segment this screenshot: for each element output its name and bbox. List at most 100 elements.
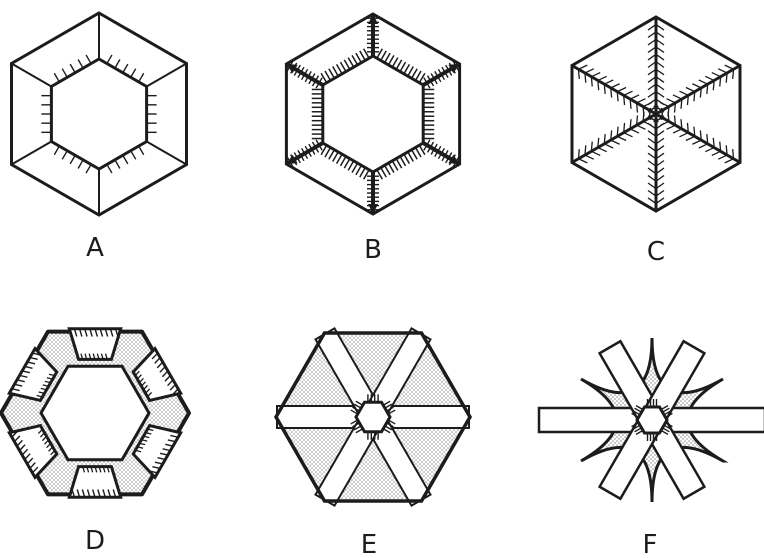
ray-barb — [675, 115, 676, 125]
spoke-line — [147, 64, 187, 87]
panel-label-c: C — [647, 237, 665, 267]
edge-tick — [54, 146, 59, 155]
band-hatch — [360, 51, 366, 61]
band-hatch — [337, 64, 343, 74]
edge-tick — [115, 160, 120, 169]
ray-barb — [643, 102, 652, 106]
edge-tick — [70, 155, 75, 164]
ray-barb — [604, 134, 605, 144]
ray-barb — [686, 136, 695, 140]
band-hatch — [396, 60, 402, 70]
ray-barb — [578, 149, 579, 159]
ray-barb — [667, 99, 676, 103]
panel-label-f: F — [643, 530, 658, 558]
edge-tick — [115, 60, 120, 69]
edge-tick — [62, 69, 67, 78]
band-hatch — [325, 147, 331, 157]
band-hatch — [400, 156, 406, 166]
ray-barb — [712, 151, 721, 155]
ray-barb — [707, 84, 708, 94]
ray-barb — [699, 144, 708, 148]
ray-barb — [720, 77, 721, 87]
ray-barb — [687, 123, 688, 133]
ray-barb — [578, 65, 587, 69]
ray-barb — [585, 155, 594, 159]
ray-barb — [591, 77, 592, 87]
band-hatch — [340, 62, 346, 72]
ray-barb — [692, 84, 701, 88]
band-hatch — [412, 150, 418, 160]
spoke-line — [12, 64, 52, 87]
ray-barb — [705, 76, 714, 80]
band-hatch — [348, 58, 354, 68]
ray-barb — [578, 159, 587, 163]
band-hatch — [388, 55, 394, 65]
band-hatch — [352, 163, 358, 173]
ray-barb — [660, 102, 669, 106]
band-hatch — [412, 69, 418, 79]
ray-barb — [699, 80, 708, 84]
edge-tick — [78, 160, 83, 169]
band-hatch — [337, 154, 343, 164]
band-hatch — [404, 64, 410, 74]
hatched-block — [69, 467, 120, 498]
ray-barb — [611, 84, 620, 88]
edge-tick — [139, 146, 144, 155]
ray-barb — [637, 99, 646, 103]
edge-tick — [62, 151, 67, 160]
edge-tick — [123, 155, 128, 164]
ray-barb — [578, 69, 579, 79]
ray-barb — [630, 95, 639, 99]
ray-barb — [604, 84, 605, 94]
band-hatch — [400, 62, 406, 72]
band-hatch — [416, 147, 422, 157]
ray-barb — [624, 133, 633, 137]
ray-barb — [700, 88, 701, 98]
band-hatch — [329, 150, 335, 160]
ray-barb — [630, 119, 631, 129]
band-hatch — [392, 58, 398, 68]
ray-barb — [700, 130, 701, 140]
ray-barb — [694, 127, 695, 137]
ray-barb — [624, 91, 633, 95]
ray-barb — [681, 99, 682, 109]
ray-barb — [705, 148, 714, 152]
ray-barb — [667, 125, 676, 129]
center-hole — [356, 402, 390, 431]
band-hatch — [388, 163, 394, 173]
spoke-line — [12, 142, 52, 165]
center-hole — [637, 407, 667, 433]
ray-barb — [687, 95, 688, 105]
edge-tick — [86, 164, 91, 173]
ray-barb — [679, 133, 688, 137]
panel-a-diagram — [12, 13, 187, 215]
ray-barb — [726, 73, 727, 83]
ray-barb — [643, 107, 644, 117]
ray-barb — [585, 69, 594, 73]
inner-hexagon — [323, 56, 423, 172]
band-hatch — [364, 170, 370, 180]
ray-barb — [585, 73, 586, 83]
band-hatch — [344, 159, 350, 169]
edge-tick — [78, 60, 83, 69]
panel-c-diagram — [572, 17, 740, 211]
band-hatch — [333, 152, 339, 162]
ray-barb — [624, 95, 625, 105]
band-hatch — [404, 154, 410, 164]
ray-barb — [598, 80, 599, 90]
band-hatch — [356, 53, 362, 63]
ray-barb — [650, 110, 651, 120]
ray-barb — [598, 138, 599, 148]
band-hatch — [385, 53, 391, 63]
ray-barb — [617, 92, 618, 102]
ray-barb — [643, 121, 652, 125]
ray-barb — [733, 149, 734, 159]
ray-barb — [679, 91, 688, 95]
ray-barb — [637, 115, 638, 125]
panel-label-b: B — [364, 235, 382, 265]
band-hatch — [352, 55, 358, 65]
ray-barb — [591, 151, 600, 155]
band-hatch — [416, 71, 422, 81]
ray-barb — [720, 142, 721, 152]
